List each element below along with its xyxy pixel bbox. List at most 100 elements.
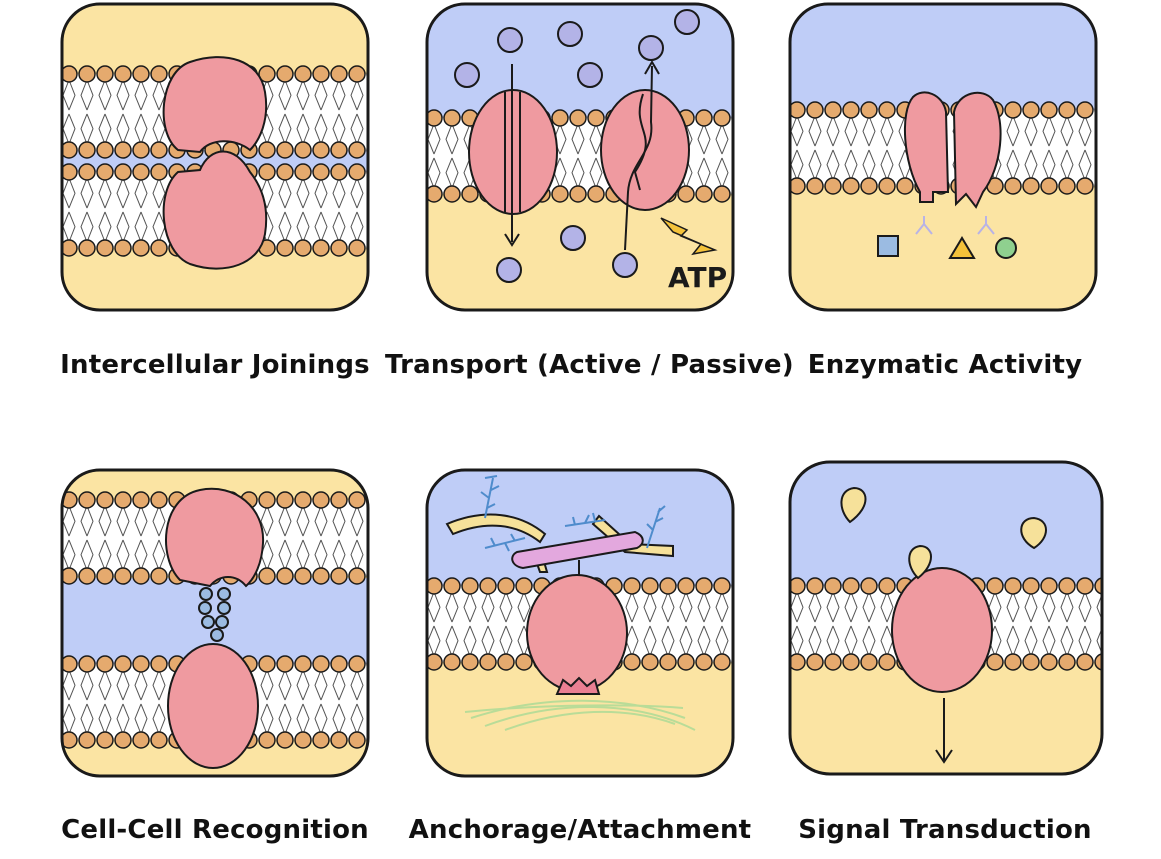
lipid-head bbox=[461, 653, 479, 671]
lipid-head bbox=[842, 101, 860, 119]
lipid-head bbox=[258, 655, 276, 673]
caption-anchorage: Anchorage/Attachment bbox=[408, 815, 752, 845]
lipid-head bbox=[427, 577, 443, 595]
lipid-head bbox=[1004, 653, 1022, 671]
lipid-head bbox=[276, 491, 294, 509]
lipid-head bbox=[641, 653, 659, 671]
junction-protein-upper bbox=[162, 56, 268, 154]
lipid-head bbox=[258, 731, 276, 749]
lipid-head bbox=[78, 239, 96, 257]
lipid-head bbox=[132, 163, 150, 181]
lipid-head bbox=[348, 141, 366, 159]
panel-signal-transduction bbox=[788, 460, 1104, 776]
lipid-head bbox=[824, 653, 842, 671]
glycoprotein-chain bbox=[198, 587, 231, 642]
lipid-head bbox=[96, 65, 114, 83]
ecm-fiber bbox=[445, 513, 547, 544]
lipid-head bbox=[62, 65, 78, 83]
lipid-head bbox=[443, 109, 461, 127]
lipid-head bbox=[62, 655, 78, 673]
product-circle bbox=[995, 237, 1017, 259]
signal-molecules bbox=[840, 486, 1047, 580]
lipid-head bbox=[62, 141, 78, 159]
recognition-protein-upper bbox=[165, 487, 265, 588]
lipid-head bbox=[330, 491, 348, 509]
lipid-head bbox=[427, 653, 443, 671]
lipid-head bbox=[348, 491, 366, 509]
lipid-head bbox=[427, 185, 443, 203]
lipid-head bbox=[461, 577, 479, 595]
lipid-head bbox=[62, 163, 78, 181]
lipid-bilayer bbox=[790, 101, 1096, 195]
lipid-head bbox=[824, 101, 842, 119]
lipid-head bbox=[96, 239, 114, 257]
lipid-head bbox=[114, 65, 132, 83]
lipid-head bbox=[78, 491, 96, 509]
lipid-head bbox=[132, 239, 150, 257]
receptor-protein bbox=[891, 567, 993, 693]
lipid-head bbox=[150, 491, 168, 509]
lipid-head bbox=[790, 101, 806, 119]
lipid-head bbox=[1004, 577, 1022, 595]
lipid-head bbox=[258, 567, 276, 585]
anchorage-illustration bbox=[425, 468, 735, 778]
cytoskeleton-filaments bbox=[464, 699, 696, 731]
caption-enzymatic-activity: Enzymatic Activity bbox=[807, 350, 1083, 380]
lipid-head bbox=[150, 239, 168, 257]
lipid-head bbox=[114, 239, 132, 257]
lipid-head bbox=[114, 163, 132, 181]
lipid-head bbox=[1076, 101, 1094, 119]
lipid-head bbox=[842, 577, 860, 595]
lipid-head bbox=[78, 655, 96, 673]
lipid-head bbox=[132, 655, 150, 673]
lipid-head bbox=[150, 163, 168, 181]
lipid-head bbox=[713, 109, 731, 127]
cell-cell-recognition-illustration bbox=[60, 468, 370, 778]
lipid-head bbox=[986, 577, 1004, 595]
lipid-head bbox=[294, 655, 312, 673]
lipid-head bbox=[860, 177, 878, 195]
lipid-head bbox=[348, 567, 366, 585]
lipid-head bbox=[677, 577, 695, 595]
lipid-head bbox=[443, 653, 461, 671]
lipid-head bbox=[1058, 653, 1076, 671]
lipid-head bbox=[114, 655, 132, 673]
lipid-head bbox=[294, 567, 312, 585]
lipid-head bbox=[96, 163, 114, 181]
lipid-head bbox=[860, 653, 878, 671]
lipid-head bbox=[348, 731, 366, 749]
caption-signal-transduction: Signal Transduction bbox=[798, 815, 1092, 845]
lipid-head bbox=[62, 731, 78, 749]
lipid-head bbox=[497, 577, 515, 595]
lipid-head bbox=[1022, 577, 1040, 595]
lipid-head bbox=[294, 731, 312, 749]
lipid-head bbox=[312, 141, 330, 159]
lipid-head bbox=[96, 655, 114, 673]
lipid-head bbox=[842, 177, 860, 195]
lipid-head bbox=[790, 577, 806, 595]
lipid-head bbox=[1004, 177, 1022, 195]
lipid-head bbox=[330, 567, 348, 585]
enzyme-protein-right bbox=[952, 91, 1002, 209]
lipid-head bbox=[312, 655, 330, 673]
lipid-head bbox=[790, 177, 806, 195]
lipid-head bbox=[1094, 653, 1102, 671]
lipid-head bbox=[258, 141, 276, 159]
lipid-head bbox=[150, 141, 168, 159]
lipid-head bbox=[695, 653, 713, 671]
lipid-head bbox=[294, 163, 312, 181]
lipid-head bbox=[312, 731, 330, 749]
lipid-head bbox=[294, 239, 312, 257]
lipid-head bbox=[312, 239, 330, 257]
lipid-head bbox=[1076, 577, 1094, 595]
lipid-head bbox=[330, 655, 348, 673]
panel-enzymatic-activity bbox=[788, 2, 1098, 312]
lipid-head bbox=[1004, 101, 1022, 119]
lipid-head bbox=[78, 731, 96, 749]
lipid-head bbox=[276, 65, 294, 83]
lipid-head bbox=[677, 653, 695, 671]
lipid-head bbox=[330, 65, 348, 83]
lipid-head bbox=[330, 239, 348, 257]
lipid-head bbox=[623, 653, 641, 671]
lipid-head bbox=[294, 141, 312, 159]
